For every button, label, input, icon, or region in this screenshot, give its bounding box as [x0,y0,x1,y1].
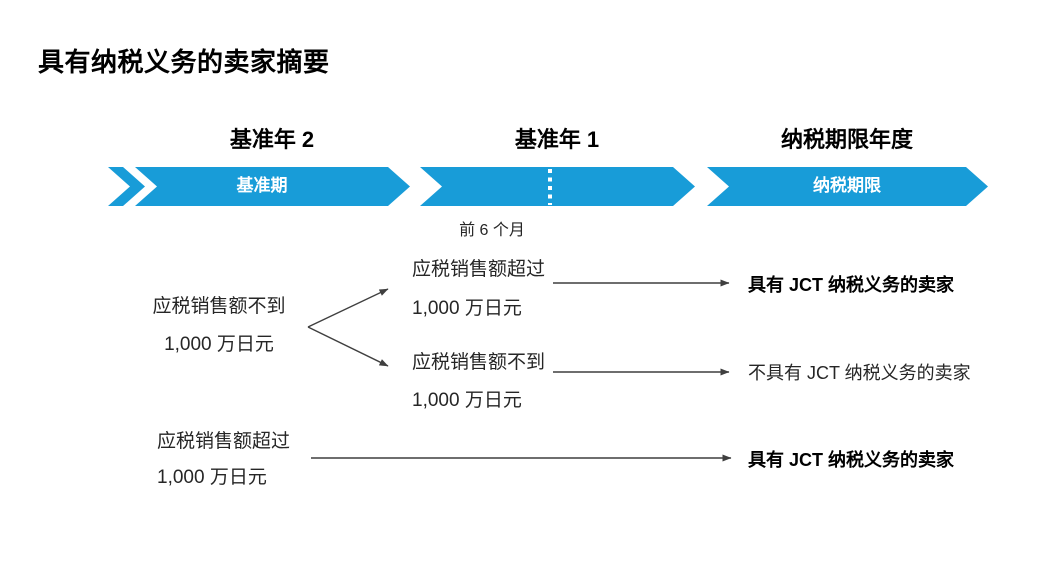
page-title: 具有纳税义务的卖家摘要 [38,47,330,77]
column-header-base-year-2: 基准年 2 [229,127,315,152]
timeline-segment-base-period [135,167,410,206]
node-line: 应税销售额不到 [152,296,286,317]
result-no-jct-obligation: 不具有 JCT 纳税义务的卖家 [748,363,971,383]
result-has-jct-obligation-2: 具有 JCT 纳税义务的卖家 [748,450,955,470]
node-line: 1,000 万日元 [157,467,267,488]
node-base-year1-under: 应税销售额不到 1,000 万日元 [412,344,545,420]
node-line: 应税销售额超过 [412,259,546,280]
node-line: 1,000 万日元 [164,334,274,355]
node-line: 1,000 万日元 [412,390,522,411]
branch-arrow-up [307,288,389,328]
node-line: 应税销售额不到 [412,352,546,373]
result-has-jct-obligation-1: 具有 JCT 纳税义务的卖家 [748,275,955,295]
node-base-year1-over: 应税销售额超过 1,000 万日元 [412,250,545,328]
node-line: 1,000 万日元 [412,298,522,319]
node-base-year2-over: 应税销售额超过 1,000 万日元 [157,424,290,496]
node-line: 应税销售额超过 [157,431,291,452]
band-label-tax-period: 纳税期限 [813,176,881,195]
timeline-segment-base-year-1 [420,167,695,206]
band-label-base-period: 基准期 [236,176,288,195]
timeline-segment-tax-period [707,167,988,206]
timeline-lead-chevron-icon [108,167,145,206]
column-header-tax-period-year: 纳税期限年度 [780,127,913,152]
branch-arrow-down [307,326,389,367]
column-header-base-year-1: 基准年 1 [514,127,600,152]
six-month-label: 前 6 个月 [459,222,525,239]
node-base-year2-under: 应税销售额不到 1,000 万日元 [109,288,329,364]
